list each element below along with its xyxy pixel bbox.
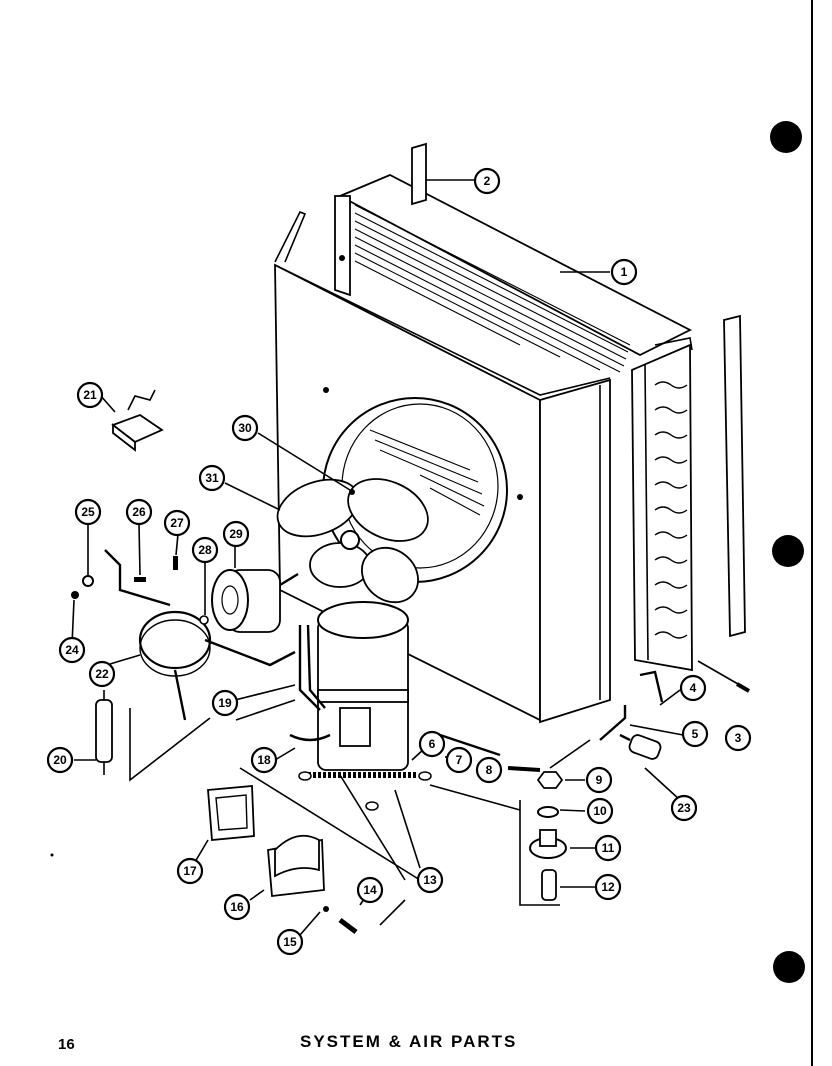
callout-7: 7	[445, 746, 473, 774]
binder-hole-bottom	[773, 951, 805, 983]
callout-label: 9	[596, 773, 603, 787]
mounting-bracket-right	[723, 314, 746, 638]
compressor	[289, 601, 432, 811]
capacitor	[95, 690, 211, 782]
callout-6: 6	[418, 730, 446, 758]
fan-blade	[276, 478, 429, 604]
callout-label: 31	[205, 471, 219, 485]
page-number: 16	[58, 1036, 75, 1053]
grommet-stack	[519, 771, 567, 906]
callout-31: 31	[198, 464, 226, 492]
callout-label: 22	[95, 667, 109, 681]
callout-label: 6	[429, 737, 436, 751]
gasket	[207, 785, 255, 841]
callout-label: 24	[65, 643, 79, 657]
callout-15: 15	[276, 928, 304, 956]
callout-4: 4	[679, 674, 707, 702]
callout-label: 18	[257, 753, 271, 767]
callout-25: 25	[74, 498, 102, 526]
callout-label: 19	[218, 696, 232, 710]
callout-label: 23	[677, 801, 691, 815]
stray-mark	[50, 853, 54, 857]
callout-27: 27	[163, 509, 191, 537]
mounting-bracket-top	[411, 142, 427, 206]
nut-24	[71, 591, 79, 599]
callout-label: 3	[735, 731, 742, 745]
callout-19: 19	[211, 689, 239, 717]
callout-16: 16	[223, 893, 251, 921]
callout-18: 18	[250, 746, 278, 774]
callout-label: 20	[53, 753, 67, 767]
callout-1: 1	[610, 258, 638, 286]
access-valve	[619, 733, 662, 760]
callout-9: 9	[585, 766, 613, 794]
washer-28	[199, 615, 209, 625]
callout-label: 7	[456, 753, 463, 767]
callout-label: 17	[183, 864, 197, 878]
callout-label: 11	[602, 841, 615, 855]
fan-motor	[211, 569, 299, 633]
callout-5: 5	[681, 720, 709, 748]
screw-26	[134, 577, 146, 582]
callout-3: 3	[724, 724, 752, 752]
callout-8: 8	[475, 756, 503, 784]
leader-lines	[71, 179, 739, 936]
callout-label: 25	[81, 505, 95, 519]
refrigerant-tubes	[439, 670, 751, 772]
callout-label: 28	[198, 543, 212, 557]
screw-14	[338, 918, 358, 934]
callout-label: 26	[132, 505, 146, 519]
callout-label: 4	[690, 681, 697, 695]
callout-30: 30	[231, 414, 259, 442]
callout-11: 11	[594, 834, 622, 862]
screw-27	[173, 556, 178, 570]
callout-20: 20	[46, 746, 74, 774]
callout-label: 15	[283, 935, 297, 949]
callout-23: 23	[670, 794, 698, 822]
binder-hole-top	[770, 121, 802, 153]
callout-label: 8	[486, 763, 493, 777]
callout-label: 14	[363, 883, 377, 897]
binder-hole-middle	[772, 535, 804, 567]
callout-label: 13	[423, 873, 437, 887]
callout-28: 28	[191, 536, 219, 564]
callout-label: 1	[621, 265, 628, 279]
callout-label: 27	[170, 516, 184, 530]
callout-24: 24	[58, 636, 86, 664]
callout-label: 16	[230, 900, 244, 914]
callout-label: 5	[692, 727, 699, 741]
condenser-coil	[631, 337, 693, 672]
callout-2: 2	[473, 167, 501, 195]
page-title: SYSTEM & AIR PARTS	[300, 1032, 518, 1051]
washer-25	[82, 575, 94, 587]
callout-22: 22	[88, 660, 116, 688]
callout-label: 12	[601, 880, 615, 894]
callout-label: 2	[484, 174, 491, 188]
terminal-cover	[267, 834, 325, 898]
callout-21: 21	[76, 381, 104, 409]
relay-switch	[111, 389, 164, 452]
motor-mount-bracket	[104, 549, 296, 721]
callout-10: 10	[586, 797, 614, 825]
callout-26: 26	[125, 498, 153, 526]
callout-label: 10	[593, 804, 607, 818]
callout-12: 12	[594, 873, 622, 901]
callout-13: 13	[416, 866, 444, 894]
callout-label: 21	[83, 388, 97, 402]
callout-label: 30	[238, 421, 252, 435]
nut-15	[323, 906, 329, 912]
callout-label: 29	[229, 527, 243, 541]
callout-17: 17	[176, 857, 204, 885]
callout-14: 14	[356, 876, 384, 904]
callout-29: 29	[222, 520, 250, 548]
